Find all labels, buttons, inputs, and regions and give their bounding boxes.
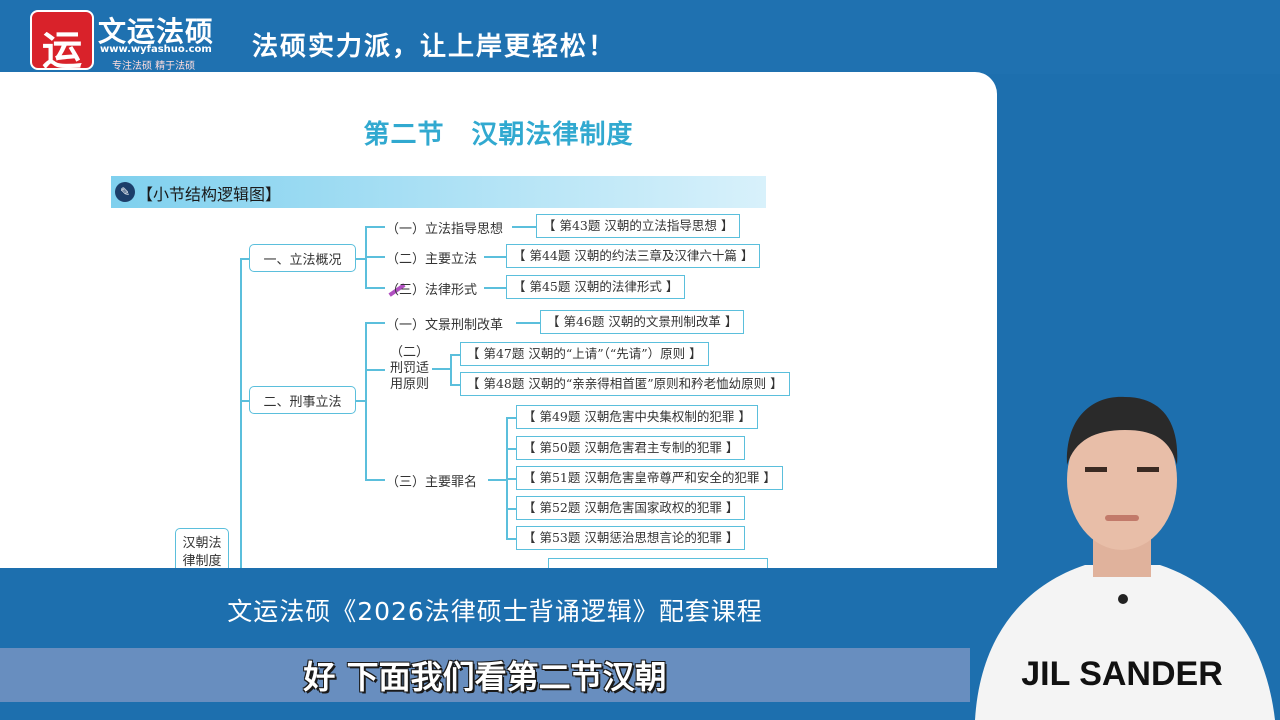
sub-node: （三）法律形式: [386, 283, 478, 298]
presenter-shirt: [975, 565, 1275, 720]
sub-node: （二）主要立法: [386, 252, 478, 267]
slogan: 法硕实力派，让上岸更轻松！: [252, 32, 617, 62]
tree-line: [506, 417, 516, 419]
branch-criminal-legislation: 二、刑事立法: [249, 386, 356, 414]
tree-line: [488, 479, 506, 481]
question-box: 【 第53题 汉朝惩治思想言论的犯罪 】: [516, 526, 746, 550]
presenter-eyebrow: [1085, 467, 1107, 472]
tree-line: [506, 508, 516, 510]
tree-line: [484, 287, 506, 289]
microphone-icon: [1118, 594, 1128, 604]
tree-line: [450, 354, 460, 356]
brand-logo: 运: [30, 10, 94, 74]
question-box: 【 第43题 汉朝的立法指导思想 】: [536, 214, 741, 238]
lecture-slide: 第二节 汉朝法律制度 ✎ 【小节结构逻辑图】 汉朝法律制度 一、立法概况 （一）…: [0, 72, 997, 568]
tree-line: [365, 322, 367, 480]
tree-line: [450, 384, 460, 386]
tree-line: [432, 368, 450, 370]
tree-trunk-line: [240, 258, 242, 568]
tree-line: [365, 369, 385, 371]
course-caption: 文运法硕《2026法律硕士背诵逻辑》配套课程: [227, 597, 763, 626]
pencil-icon: ✎: [115, 182, 135, 202]
video-subtitle: 好 下面我们看第二节汉朝: [303, 658, 667, 696]
brand-tagline: 专注法硕 精于法硕: [112, 61, 196, 72]
tree-line: [355, 258, 365, 260]
tree-line: [450, 354, 452, 384]
tree-line: [365, 322, 385, 324]
brand-name: 文运法硕: [98, 15, 215, 48]
tree-root: 汉朝法律制度: [175, 528, 229, 568]
tree-line: [516, 322, 540, 324]
tree-line: [484, 256, 506, 258]
question-box: 【 第49题 汉朝危害中央集权制的犯罪 】: [516, 405, 758, 429]
band-label: 【小节结构逻辑图】: [137, 185, 282, 204]
sub-node: （二） 刑罚适 用原则: [390, 345, 430, 392]
tree-line: [506, 538, 516, 540]
sub-node: （一）文景刑制改革: [386, 318, 504, 333]
section-band: ✎ 【小节结构逻辑图】: [111, 176, 766, 208]
question-box: 【 第50题 汉朝危害君主专制的犯罪 】: [516, 436, 746, 460]
section-title: 第二节 汉朝法律制度: [363, 120, 634, 150]
question-box: 【 第52题 汉朝危害国家政权的犯罪 】: [516, 496, 746, 520]
sub-node: （三）主要罪名: [386, 475, 478, 490]
question-box: 【 第51题 汉朝危害皇帝尊严和安全的犯罪 】: [516, 466, 783, 490]
tree-line: [355, 400, 365, 402]
tree-line: [240, 400, 250, 402]
tree-line: [506, 448, 516, 450]
question-box: 【 第46题 汉朝的文景刑制改革 】: [540, 310, 745, 334]
question-box-partial: [548, 558, 768, 568]
sub-node: （一）立法指导思想: [386, 222, 504, 237]
tree-line: [240, 258, 250, 260]
question-box: 【 第48题 汉朝的“亲亲得相首匿”原则和矜老恤幼原则 】: [460, 372, 790, 396]
question-box: 【 第44题 汉朝的约法三章及汉律六十篇 】: [506, 244, 761, 268]
branch-legislation-overview: 一、立法概况: [249, 244, 356, 272]
tree-line: [365, 287, 385, 289]
presenter-face: [1067, 410, 1177, 550]
tree-line: [365, 226, 385, 228]
shirt-print: JIL SANDER: [1021, 655, 1223, 693]
presenter-hair: [1066, 396, 1178, 465]
course-caption-bar: 文运法硕《2026法律硕士背诵逻辑》配套课程: [0, 568, 970, 646]
tree-line: [365, 479, 385, 481]
question-box: 【 第47题 汉朝的“上请”（“先请”）原则 】: [460, 342, 709, 366]
top-header-bar: 运 文运法硕 www.wyfashuo.com 专注法硕 精于法硕 法硕实力派，…: [0, 0, 1280, 74]
tree-line: [506, 478, 516, 480]
tree-line: [365, 256, 385, 258]
subtitle-bar: [0, 648, 970, 702]
question-box: 【 第45题 汉朝的法律形式 】: [506, 275, 686, 299]
presenter-eyebrow: [1137, 467, 1159, 472]
tree-line: [512, 226, 536, 228]
brand-url: www.wyfashuo.com: [100, 44, 212, 55]
presenter-mouth: [1105, 515, 1139, 521]
presenter-figure: JIL SANDER: [975, 396, 1275, 720]
